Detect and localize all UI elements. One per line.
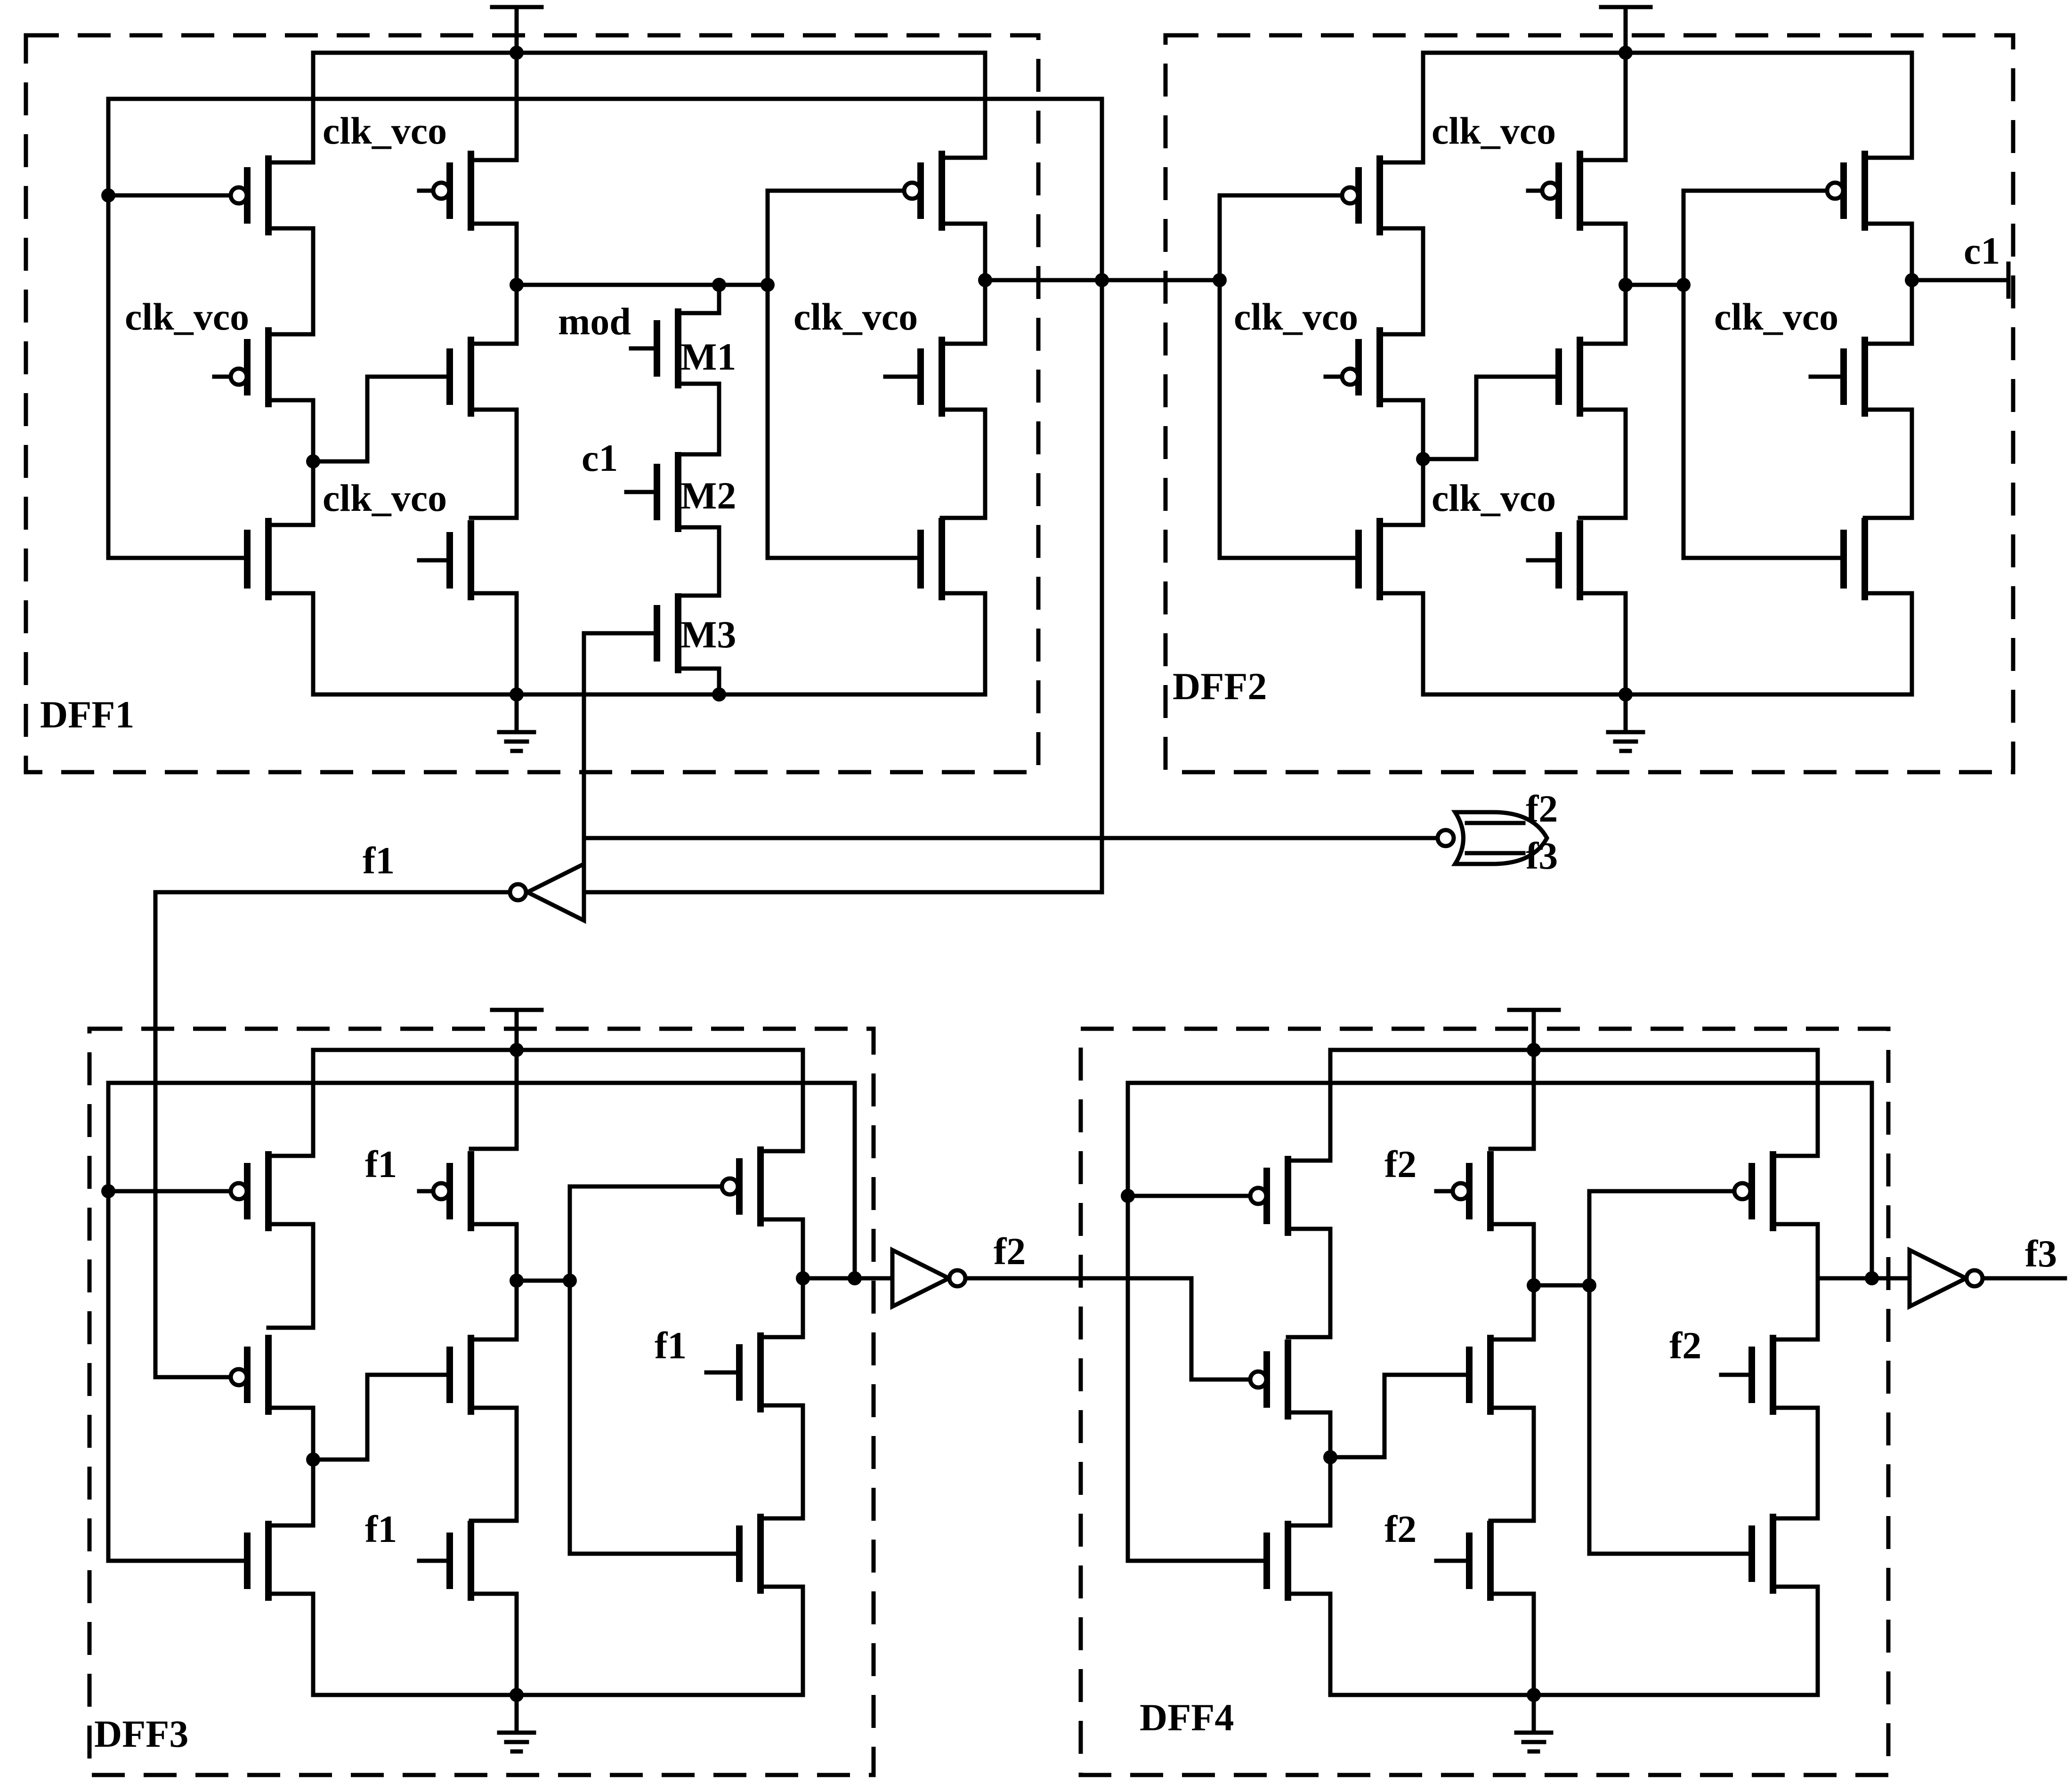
clk-label: clk_vco <box>323 109 447 152</box>
dff3-block: DFF3 f1 f1 f1 <box>87 1008 895 1777</box>
dff2-boundary <box>1163 33 2015 775</box>
dff1-boundary <box>24 33 1041 775</box>
clk-label: clk_vco <box>793 295 918 338</box>
clk-label: f1 <box>655 1324 687 1367</box>
transistor-name-m3: M3 <box>680 613 736 656</box>
inverter-f2: f2 <box>890 1230 1194 1310</box>
transistor-name-m2: M2 <box>680 474 736 517</box>
gate-label-mod: mod <box>558 300 631 343</box>
ground-symbol <box>1514 1693 1554 1754</box>
inverter-f1: f1 <box>153 839 586 1380</box>
signal-label-f1: f1 <box>363 839 395 882</box>
ground-symbol <box>497 692 536 753</box>
dff3-boundary <box>87 1026 876 1777</box>
clk-label: clk_vco <box>323 476 447 519</box>
clk-label: clk_vco <box>125 295 249 338</box>
inverter-f3: f3 <box>1907 1232 2067 1310</box>
block-label: DFF1 <box>40 693 134 736</box>
vdd-symbol <box>1599 5 1653 55</box>
block-label: DFF4 <box>1140 1696 1234 1739</box>
dff4-block: DFF4 f2 f2 f2 <box>1078 1008 1912 1777</box>
vdd-symbol <box>490 5 544 55</box>
gate-label-c1: c1 <box>582 436 618 479</box>
signal-label-f2: f2 <box>994 1230 1026 1273</box>
signal-label-f3: f3 <box>2025 1232 2057 1275</box>
clk-label: f2 <box>1669 1324 1701 1367</box>
block-label: DFF3 <box>94 1712 188 1755</box>
clk-label: f2 <box>1384 1143 1416 1186</box>
clk-label: f1 <box>365 1143 397 1186</box>
nor-input-label: f2 <box>1526 787 1558 830</box>
block-label: DFF2 <box>1173 665 1267 708</box>
clk-label: clk_vco <box>1432 109 1556 152</box>
clk-label: clk_vco <box>1714 295 1838 338</box>
ground-symbol <box>1606 692 1645 753</box>
clk-label: f1 <box>365 1508 397 1550</box>
clk-label: f2 <box>1384 1508 1416 1550</box>
clk-label: clk_vco <box>1234 295 1358 338</box>
dff1-block: DFF1 clk_vco clk_vco clk_vco clk_vco mod… <box>24 5 1222 895</box>
ground-symbol <box>497 1693 536 1754</box>
transistor-name-m1: M1 <box>680 335 736 378</box>
nor-gate: f2 f3 <box>582 787 1558 877</box>
dff2-block: DFF2 clk_vco clk_vco clk_vco clk_vco c1 <box>1163 5 2015 775</box>
clk-label: clk_vco <box>1432 476 1556 519</box>
dff4-boundary <box>1078 1026 1891 1777</box>
output-label-c1: c1 <box>1964 229 2000 272</box>
nor-input-label: f3 <box>1526 834 1558 877</box>
